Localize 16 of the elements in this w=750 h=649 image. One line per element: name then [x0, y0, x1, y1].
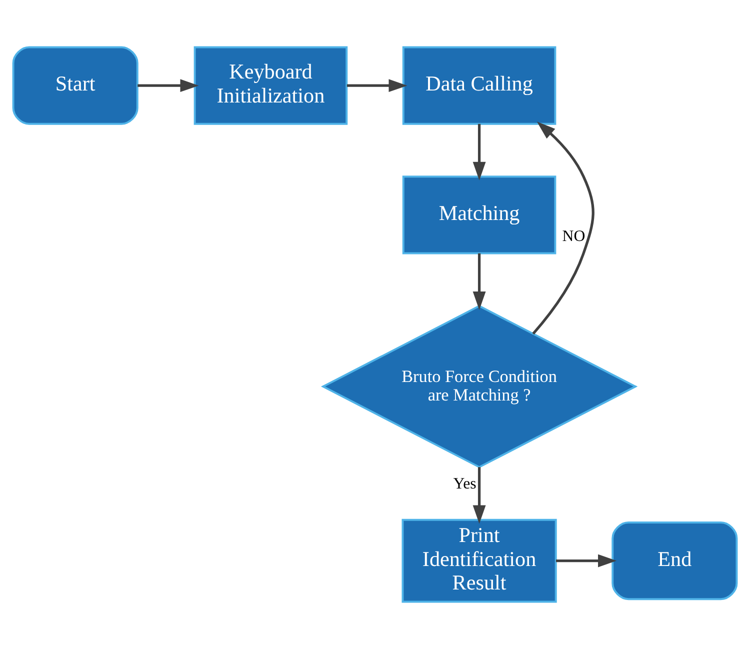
node-box: Matching — [402, 176, 556, 254]
arrow — [472, 467, 486, 524]
node-box: Start — [12, 46, 138, 125]
arrow — [556, 554, 617, 568]
node-diamond: Bruto Force Condition are Matching ? — [320, 304, 638, 468]
arrow — [472, 124, 486, 180]
arrow — [532, 122, 594, 335]
arrow — [472, 253, 486, 310]
node-box: End — [612, 522, 738, 600]
edge-label: NO — [562, 228, 586, 245]
arrow — [138, 79, 199, 92]
node-box: Print Identification Result — [402, 518, 557, 603]
node-box: Data Calling — [402, 46, 556, 125]
node-box: Keyboard Initialization — [194, 46, 348, 125]
edge-label: Yes — [453, 476, 476, 493]
arrow — [346, 79, 408, 92]
